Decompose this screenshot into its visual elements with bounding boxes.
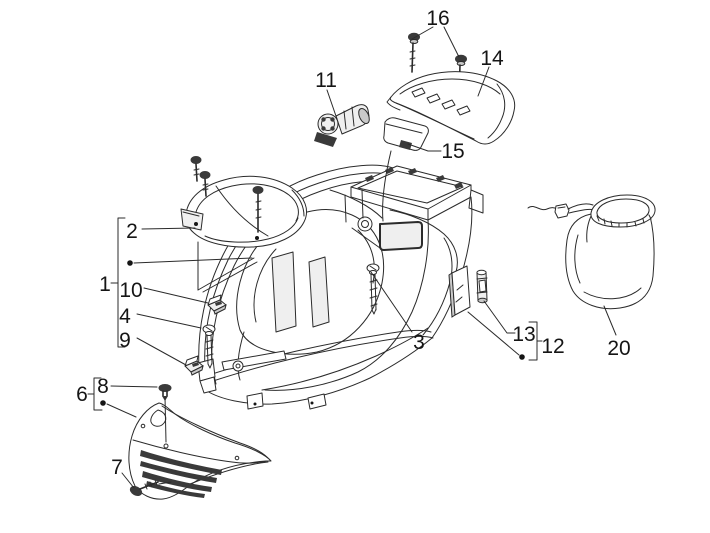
callout-8[interactable]: 8 — [97, 375, 109, 398]
callout-9[interactable]: 9 — [119, 329, 131, 352]
leader-11 — [326, 89, 338, 120]
callout-12[interactable]: 12 — [541, 335, 564, 358]
leader-8-vertical — [164, 396, 167, 443]
callout-6[interactable]: 6 — [76, 383, 88, 406]
bullet-6 — [100, 400, 106, 406]
fuse-13 — [476, 269, 488, 304]
rear-cover — [386, 71, 516, 145]
leader-16b — [443, 26, 460, 58]
callout-10[interactable]: 10 — [119, 279, 142, 302]
callout-13[interactable]: 13 — [512, 323, 535, 346]
leader-2-diag-b — [202, 261, 258, 293]
callout-11[interactable]: 11 — [315, 69, 337, 92]
callout-14[interactable]: 14 — [480, 47, 504, 70]
storage-bag — [527, 194, 656, 310]
leader-15-install — [382, 150, 392, 222]
lock-cylinder — [314, 104, 370, 147]
helmet-box-body — [197, 164, 484, 410]
leader-20 — [603, 305, 617, 336]
leader-14 — [477, 66, 490, 97]
callout-3[interactable]: 3 — [413, 331, 425, 354]
leader-12 — [467, 311, 520, 356]
callout-16[interactable]: 16 — [426, 7, 449, 30]
screw-3 — [366, 263, 380, 315]
seat-pad-screws — [190, 156, 264, 233]
screw-7 — [129, 479, 172, 497]
callout-leaders — [87, 26, 617, 489]
leader-2-diag-a — [197, 257, 255, 291]
callout-1[interactable]: 1 — [99, 273, 111, 296]
leader-13 — [483, 300, 516, 334]
leader-7 — [121, 472, 135, 489]
bullet-1 — [127, 260, 133, 266]
reflector-plate-13 — [448, 265, 471, 318]
bullet-12 — [519, 354, 525, 360]
leader-9 — [136, 337, 187, 366]
callout-7[interactable]: 7 — [111, 456, 123, 479]
callout-20[interactable]: 20 — [607, 337, 630, 360]
leader-3 — [370, 271, 413, 333]
callout-4[interactable]: 4 — [119, 305, 131, 328]
leader-10 — [143, 287, 209, 304]
callout-15[interactable]: 15 — [441, 140, 464, 163]
service-flap — [383, 117, 429, 151]
front-spoiler — [128, 402, 272, 500]
callout-labels: 16 14 11 15 2 1 10 4 9 3 13 12 6 8 7 20 — [76, 7, 631, 479]
screw-4 — [202, 324, 216, 369]
leader-2 — [141, 227, 196, 230]
leader-15 — [407, 143, 442, 152]
seat-pad — [180, 175, 307, 248]
leader-6 — [106, 403, 137, 418]
cable-clip-10 — [207, 294, 227, 315]
leader-8 — [110, 385, 158, 388]
leader-4 — [136, 313, 202, 329]
leader-1 — [133, 257, 253, 264]
callout-2[interactable]: 2 — [126, 220, 138, 243]
leader-16a — [411, 26, 434, 40]
cable-clip-9 — [184, 355, 204, 376]
